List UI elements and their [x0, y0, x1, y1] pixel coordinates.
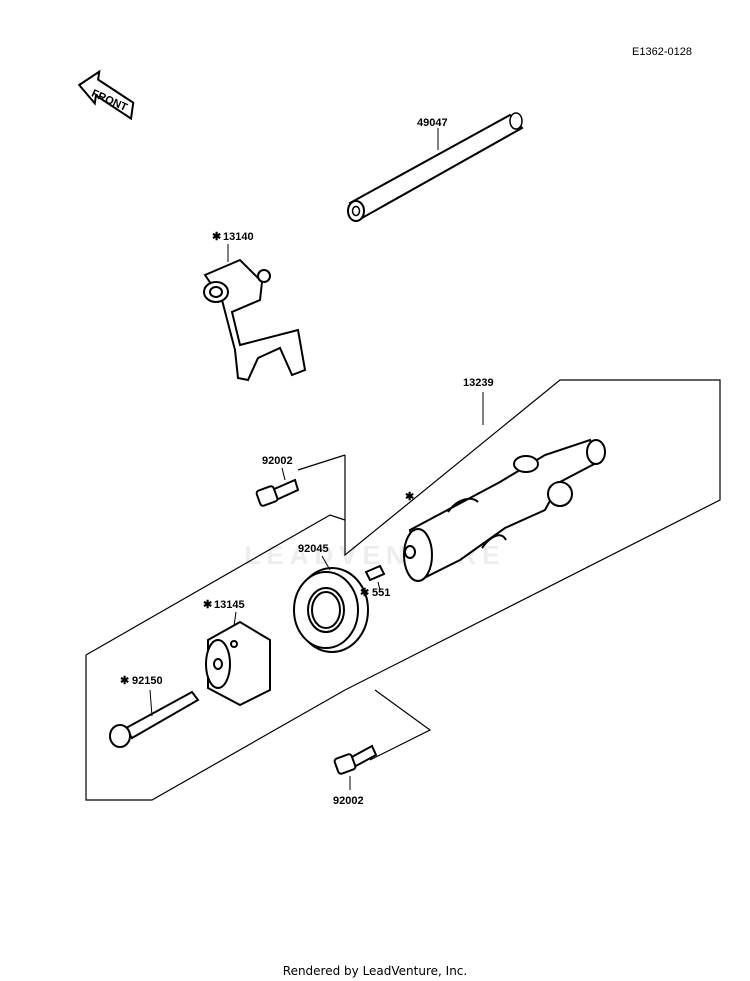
- shift-fork: [203, 244, 307, 382]
- star-13145: ✱: [203, 599, 212, 611]
- label-bearing: 92045: [298, 543, 329, 555]
- label-drum-cam: 13145: [214, 599, 245, 611]
- bearing: [293, 555, 369, 653]
- bolt-lower: [333, 744, 378, 790]
- label-bolt-lower: 92002: [333, 795, 364, 807]
- label-pin: 551: [372, 587, 390, 599]
- long-bolt: [109, 689, 200, 748]
- diagram-code: E1362-0128: [632, 46, 692, 58]
- front-arrow-icon: FRONT: [77, 69, 135, 121]
- star-92150: ✱: [120, 675, 129, 687]
- star-551: ✱: [360, 587, 369, 599]
- assembly-outline: [85, 379, 721, 801]
- label-bolt-upper: 92002: [262, 455, 293, 467]
- shift-drum: [403, 392, 606, 582]
- label-shift-rod: 49047: [417, 117, 448, 129]
- bolt-upper: [255, 467, 300, 507]
- drum-cam: [205, 611, 271, 707]
- pin: [364, 564, 386, 591]
- shift-rod: [347, 112, 524, 222]
- label-long-bolt: 92150: [132, 675, 163, 687]
- star-13239: ✱: [405, 491, 414, 503]
- label-shift-fork: 13140: [223, 231, 254, 243]
- label-shift-drum: 13239: [463, 377, 494, 389]
- footer-credit: Rendered by LeadVenture, Inc.: [282, 964, 468, 978]
- star-13140: ✱: [212, 231, 221, 243]
